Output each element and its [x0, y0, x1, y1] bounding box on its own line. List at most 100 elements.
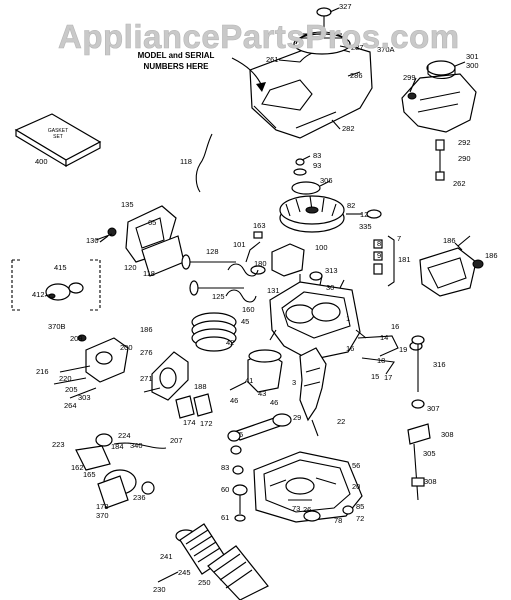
part-label-290: 290 — [458, 154, 471, 163]
part-label-45: 45 — [241, 317, 249, 326]
dipstick-part — [407, 335, 431, 501]
part-label-8: 8 — [377, 239, 381, 248]
part-label-287: 287 — [351, 43, 364, 52]
part-label-22: 22 — [337, 417, 345, 426]
part-label-181: 181 — [398, 255, 411, 264]
flywheel-part — [279, 158, 382, 233]
part-label-12: 12 — [360, 210, 368, 219]
part-label-135: 135 — [121, 200, 134, 209]
part-label-180: 180 — [254, 259, 267, 268]
part-label-72: 72 — [356, 514, 364, 523]
part-label-43: 43 — [258, 389, 266, 398]
piston-part — [229, 349, 283, 393]
part-label-186: 186 — [140, 325, 153, 334]
part-label-73: 73 — [292, 504, 300, 513]
part-label-3: 3 — [292, 378, 296, 387]
part-label-412: 412 — [32, 290, 45, 299]
blower-housing-part — [249, 39, 373, 139]
part-label-5: 5 — [239, 430, 243, 439]
part-label-93: 93 — [313, 161, 321, 170]
part-label-125: 125 — [212, 292, 225, 301]
part-label-19: 19 — [399, 345, 407, 354]
part-label-83: 83 — [313, 151, 321, 160]
part-label-216: 216 — [36, 367, 49, 376]
part-label-118: 118 — [143, 269, 155, 278]
part-label-128: 128 — [206, 247, 219, 256]
muffler-part — [419, 235, 484, 297]
part-label-101: 101 — [233, 240, 246, 249]
ground-wire-part — [195, 133, 213, 193]
part-label-370A: 370A — [377, 45, 395, 54]
fuel-pump-part — [75, 433, 167, 509]
part-label-15: 15 — [371, 372, 379, 381]
part-label-224: 224 — [118, 431, 131, 440]
part-label-165: 165 — [83, 470, 96, 479]
part-label-118: 118 — [180, 157, 192, 166]
part-label-100: 100 — [315, 243, 328, 252]
part-label-1: 1 — [346, 314, 350, 323]
model-serial-note: MODEL and SERIAL NUMBERS HERE — [137, 51, 215, 71]
part-label-220: 220 — [59, 374, 72, 383]
part-label-186: 186 — [485, 251, 498, 260]
part-label-236: 236 — [133, 493, 146, 502]
part-label-26: 26 — [303, 505, 311, 514]
air-cleaner-part — [143, 351, 189, 401]
part-label-83: 83 — [221, 463, 229, 472]
part-label-20: 20 — [352, 482, 360, 491]
part-label-172: 172 — [200, 419, 213, 428]
part-label-162: 162 — [71, 463, 84, 472]
part-label-241: 241 — [160, 552, 173, 561]
part-label-60: 60 — [221, 485, 229, 494]
part-label-85: 85 — [356, 502, 364, 511]
part-label-16: 16 — [346, 344, 354, 353]
part-label-30: 30 — [326, 283, 334, 292]
part-label-230: 230 — [153, 585, 166, 594]
part-label-18: 18 — [377, 356, 385, 365]
part-label-301: 301 — [466, 52, 479, 61]
part-label-78: 78 — [334, 516, 342, 525]
cylinder-block-part — [269, 274, 367, 361]
bolts-part — [232, 465, 248, 522]
part-label-306: 306 — [320, 176, 333, 185]
part-label-131: 131 — [267, 286, 280, 295]
bracket-7 — [387, 235, 395, 287]
part-label-209: 209 — [70, 334, 83, 343]
part-label-308: 308 — [424, 477, 437, 486]
part-label-120: 120 — [124, 263, 137, 272]
part-label-174: 174 — [183, 418, 196, 427]
part-label-303: 303 — [78, 393, 91, 402]
part-label-46: 46 — [230, 396, 238, 405]
part-label-282: 282 — [342, 124, 355, 133]
note-arrowhead — [256, 82, 266, 92]
part-label-42: 42 — [226, 338, 234, 347]
part-label-415: 415 — [54, 263, 67, 272]
part-label-313: 313 — [325, 266, 338, 275]
part-label-14: 14 — [380, 333, 388, 342]
sump-part — [253, 451, 363, 523]
part-label-316: 316 — [433, 360, 446, 369]
part-label-305: 305 — [423, 449, 436, 458]
part-label-184: 184 — [111, 442, 124, 451]
part-label-178: 178 — [96, 502, 109, 511]
part-label-335: 335 — [359, 222, 372, 231]
part-label-61: 61 — [221, 513, 229, 522]
part-label-300: 300 — [466, 61, 479, 70]
part-label-200: 200 — [120, 343, 133, 352]
part-label-163: 163 — [253, 221, 266, 230]
carburetor-part — [53, 334, 129, 399]
part-label-308: 308 — [441, 430, 454, 439]
part-label-370: 370 — [96, 511, 109, 520]
part-label-400: 400 — [35, 157, 48, 166]
part-label-271: 271 — [140, 374, 153, 383]
part-label-7: 7 — [397, 234, 401, 243]
part-label-160: 160 — [242, 305, 255, 314]
part-label-299: 299 — [403, 73, 416, 82]
fuel-line-part — [435, 139, 445, 181]
part-label-29: 29 — [293, 413, 301, 422]
ignition-coil-part — [245, 231, 305, 277]
part-label-245: 245 — [178, 568, 191, 577]
part-label-188: 188 — [194, 382, 207, 391]
valve-part — [181, 254, 259, 303]
